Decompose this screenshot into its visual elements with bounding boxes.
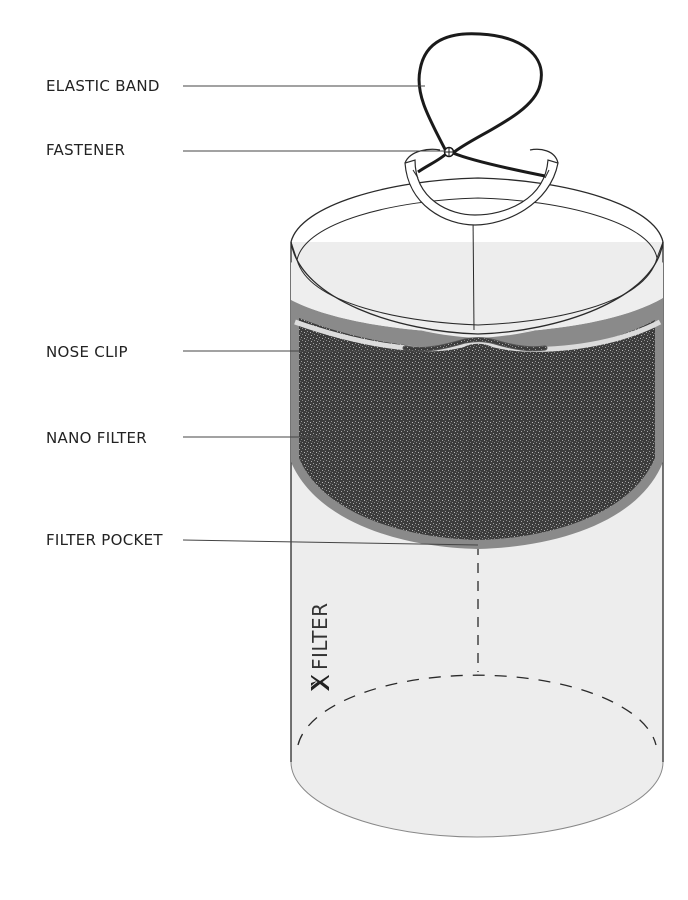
bottom-front-edge <box>290 761 664 838</box>
brand-mark: FILTER <box>308 602 332 692</box>
top-flap <box>404 159 559 226</box>
bottom-back-dashed <box>297 674 657 746</box>
inner-seam <box>472 214 475 331</box>
rim-inner-back <box>296 197 658 261</box>
brand-text: FILTER <box>308 602 332 670</box>
label-elastic-band: ELASTIC BAND <box>46 77 160 95</box>
label-filter-pocket: FILTER POCKET <box>46 531 163 549</box>
nano-filter <box>299 318 655 540</box>
rim-front <box>290 241 664 335</box>
label-nose-clip: NOSE CLIP <box>46 343 128 361</box>
leader-lines <box>182 85 479 546</box>
filter-grid <box>299 350 655 540</box>
leader-filter-pocket <box>182 539 479 546</box>
label-nano-filter: NANO FILTER <box>46 429 147 447</box>
label-fastener: FASTENER <box>46 141 126 159</box>
elastic-band <box>417 32 543 155</box>
x-logo-icon <box>311 675 329 691</box>
rim-inner-front <box>296 257 658 326</box>
rim-back <box>290 177 664 243</box>
